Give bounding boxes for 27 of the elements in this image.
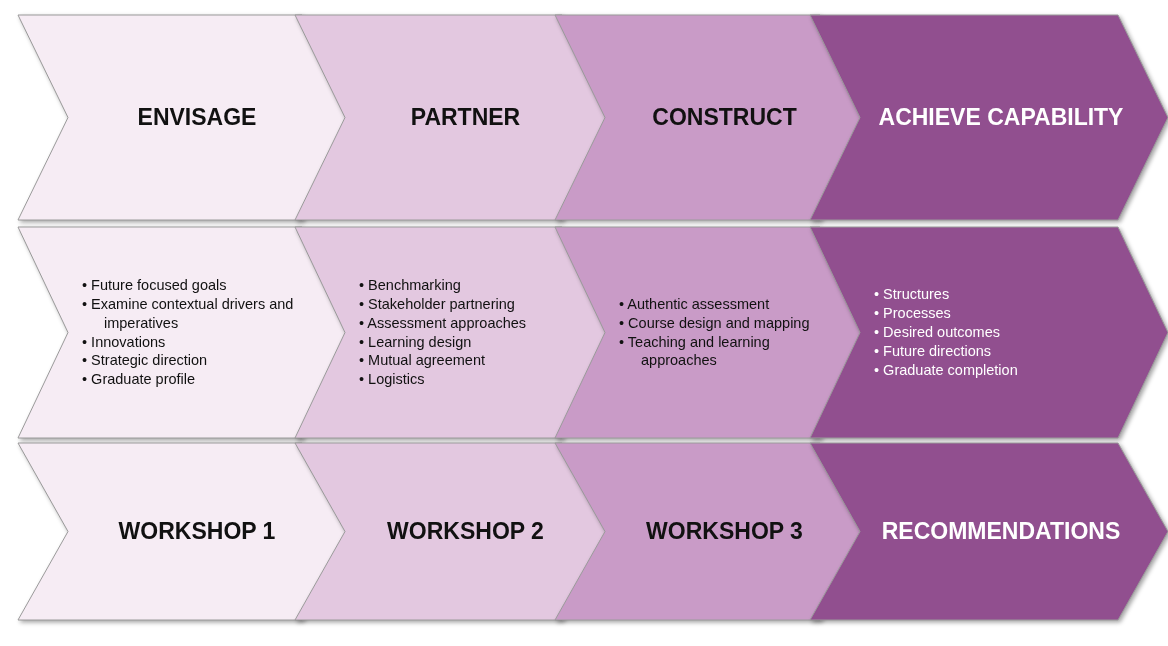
bullet-item: • Learning design — [359, 332, 473, 352]
bullet-item: • Authentic assessment — [619, 294, 771, 314]
bullet-item: • Processes — [874, 304, 952, 324]
bullet-item: • Course design and mapping — [619, 313, 811, 333]
bullet-item: • Benchmarking — [359, 275, 462, 295]
bullet-item: • Strategic direction — [82, 351, 209, 371]
bullet-item: • Mutual agreement — [359, 351, 486, 371]
bullet-item: • Logistics — [359, 370, 426, 390]
stage-heading: RECOMMENDATIONS — [880, 516, 1122, 546]
stage-heading: CONSTRUCT — [651, 102, 798, 132]
bullet-item: • Graduate completion — [874, 360, 1019, 380]
bullet-item: • Future focused goals — [82, 275, 228, 295]
bullet-item: • Future directions — [874, 341, 993, 361]
bullet-item: • Graduate profile — [82, 370, 197, 390]
bullet-item: • Innovations — [82, 332, 167, 352]
stage-heading: PARTNER — [409, 102, 522, 132]
stage-heading: WORKSHOP 2 — [386, 516, 545, 546]
bullet-item: • Desired outcomes — [874, 323, 1001, 342]
bullet-item: • Stakeholder partnering — [359, 294, 516, 314]
bullet-item: • Structures — [874, 285, 951, 305]
stage-heading: ENVISAGE — [136, 102, 258, 132]
bullet-item: • Teaching and learning approaches — [619, 332, 771, 371]
stage-heading: ACHIEVE CAPABILITY — [877, 102, 1125, 132]
stage-heading: WORKSHOP 3 — [645, 516, 804, 546]
bullet-item: • Examine contextual drivers and imperatives — [82, 294, 295, 333]
bullet-item: • Assessment approaches — [359, 313, 528, 333]
stage-heading: WORKSHOP 1 — [117, 516, 277, 546]
